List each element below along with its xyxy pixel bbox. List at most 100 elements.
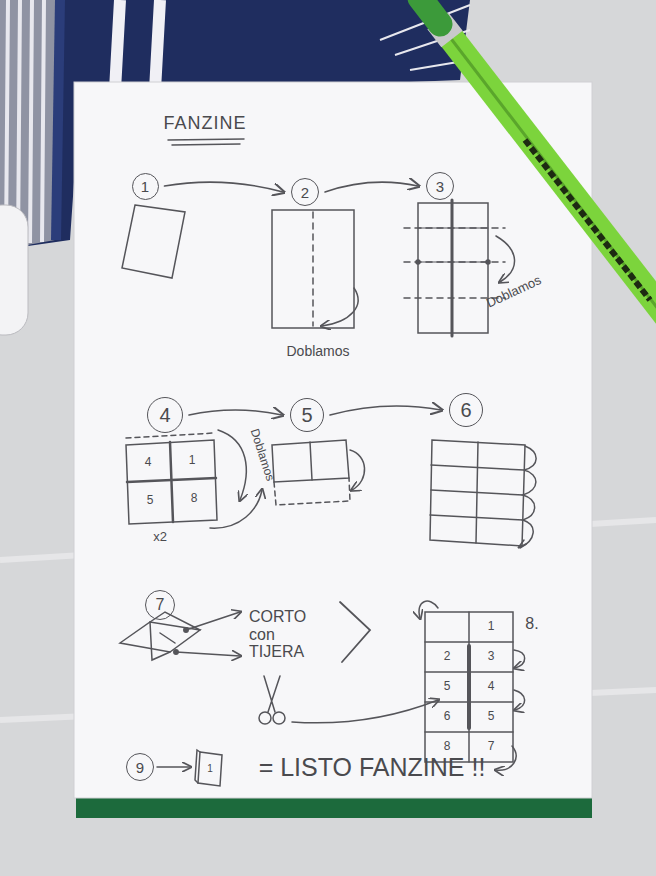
sketch-path (449, 36, 656, 322)
sketch-rect (272, 210, 354, 328)
sketch-circle (174, 650, 178, 654)
page-number: 5 (444, 680, 451, 693)
title: FANZINE (163, 114, 246, 134)
page-number: 2 (444, 650, 451, 663)
step-number: 3 (436, 179, 444, 194)
sketch-path (322, 288, 358, 326)
step-circle: 7 (145, 590, 175, 620)
sketch-path (451, 200, 454, 336)
page-number: 1 (207, 763, 213, 774)
scissors-icon (259, 676, 285, 724)
page-number: 5 (147, 494, 154, 507)
sketch-path (404, 228, 505, 298)
fold-note: Doblamos (484, 273, 543, 311)
sketch-circle (259, 712, 271, 724)
result-note: = LISTO FANZINE !! (259, 754, 486, 782)
sketch-path (218, 430, 246, 500)
sketch-path (292, 700, 438, 723)
sketch-path (525, 140, 650, 300)
pencil (420, 0, 656, 322)
sketch-path (157, 766, 190, 768)
sketch-path (340, 602, 370, 662)
step-number: 1 (141, 179, 149, 194)
step-number: 8. (525, 615, 538, 633)
step-circle: 3 (426, 172, 454, 200)
sketch-path (195, 750, 200, 783)
fold-note: Doblamos (247, 427, 276, 482)
page-number: 4 (145, 456, 152, 469)
page-number: 4 (488, 680, 495, 693)
sketch-path (127, 478, 216, 482)
sketch-circle (273, 712, 285, 724)
sketch-rect (0, 205, 28, 335)
step-number: 7 (156, 597, 165, 613)
sketch-path (186, 612, 240, 630)
sketch-path (176, 652, 240, 656)
sketch-path (115, 0, 160, 90)
sketch-path (430, 465, 524, 520)
sketch-path (56, 0, 60, 240)
page-number: 8 (191, 492, 198, 505)
page-number: 8 (444, 740, 451, 753)
step-circle: 1 (132, 173, 159, 200)
step-circle: 2 (291, 178, 319, 206)
step-arrow (165, 182, 284, 192)
sketch-path (126, 440, 217, 524)
sketch-path (274, 478, 350, 505)
sketch-path (496, 746, 516, 770)
fold-note: Doblamos (286, 344, 349, 359)
sketch-path (496, 236, 515, 282)
cut-note: CORTO con TIJERA (249, 608, 323, 661)
sketch-path (430, 440, 525, 546)
sketch-circle (486, 260, 490, 264)
sketch-path (520, 446, 536, 548)
page-number: 5 (488, 710, 495, 723)
step-number: 6 (460, 400, 471, 420)
step-circle: 9 (126, 753, 154, 781)
sketch-path (210, 490, 262, 528)
step-number: 9 (136, 760, 144, 775)
sketch-path (468, 612, 470, 762)
sketch-path (264, 676, 280, 712)
step-number: 4 (159, 405, 170, 425)
step-circle: 5 (290, 398, 324, 432)
sketch-path (518, 540, 526, 548)
step-circle: 6 (449, 393, 483, 427)
sketch-circle (416, 260, 420, 264)
sketch-path (467, 646, 471, 728)
sketch-path (126, 433, 214, 438)
sketch-path (425, 642, 513, 732)
sketch-path (150, 622, 175, 660)
page-number: 1 (189, 454, 196, 467)
sketch-path (170, 442, 173, 522)
sketch-rect (74, 82, 592, 798)
sketch-circle (184, 628, 188, 632)
sketch-path (120, 622, 200, 652)
step-number: 2 (301, 185, 309, 200)
step-arrow (189, 410, 282, 415)
step-arrow (325, 182, 418, 192)
sketch-path (272, 440, 349, 482)
sketch-rect (425, 612, 513, 762)
sketch-path (420, 0, 440, 24)
repeat-note: x2 (153, 530, 167, 544)
step-circle: 4 (147, 397, 183, 433)
step-number: 5 (301, 405, 312, 425)
sketch-path (198, 752, 222, 786)
fold-sketches (120, 139, 536, 786)
sketch-path (514, 690, 525, 710)
sketch-path (419, 601, 438, 618)
sketch-path (350, 450, 365, 490)
sketch-path (310, 442, 312, 480)
step-arrow (330, 406, 441, 415)
sketch-path (418, 228, 488, 262)
sketch-path (312, 212, 314, 326)
page-number: 7 (488, 740, 495, 753)
page-number: 3 (488, 650, 495, 663)
sketch-path (168, 139, 244, 145)
sketch-path (122, 205, 185, 278)
